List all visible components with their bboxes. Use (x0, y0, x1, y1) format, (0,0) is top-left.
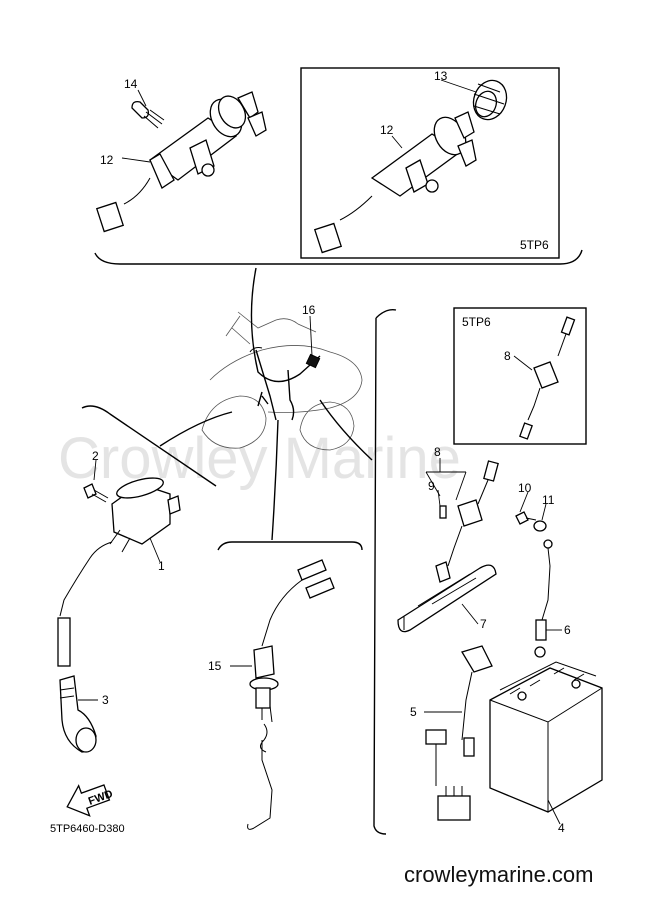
leader-to-lead-group (271, 419, 279, 541)
watermark-text: Crowley Marine (58, 426, 461, 491)
diagram-code: 5TP6460-D380 (50, 823, 125, 835)
callout-12-right: 12 (380, 123, 394, 137)
fuse-holder-8 (435, 460, 499, 583)
washer-11 (533, 520, 547, 532)
lead-wire-group (217, 541, 363, 830)
callout-13: 13 (434, 69, 448, 83)
main-switch-inset-box (300, 67, 560, 259)
callout-14: 14 (124, 77, 138, 91)
callout-leaders (78, 79, 562, 825)
screw-14 (131, 100, 165, 129)
callout-8-inset: 8 (504, 349, 511, 363)
callout-numbers: 14 12 13 12 16 2 1 3 15 8 8 9 10 11 7 6 … (92, 69, 571, 835)
callout-7: 7 (480, 617, 487, 631)
fuse-inset-box (453, 307, 587, 445)
battery-band-7 (397, 564, 497, 633)
negative-lead-6 (534, 539, 553, 658)
callout-3: 3 (102, 693, 109, 707)
fuse-inset-label: 5TP6 (462, 315, 491, 329)
battery-4 (489, 661, 603, 813)
callout-2: 2 (92, 449, 99, 463)
coil-group-bracket (81, 405, 217, 487)
positive-lead-5 (425, 645, 493, 821)
fwd-arrow: FWD (66, 784, 115, 817)
fuse-holder-inset (519, 316, 576, 440)
main-switch-left (95, 91, 267, 233)
callout-16: 16 (302, 303, 316, 317)
callout-8: 8 (434, 445, 441, 459)
top-group-bracket (94, 249, 583, 265)
callout-12-left: 12 (100, 153, 114, 167)
footer-url: crowleymarine.com (404, 862, 594, 887)
lead-group-bracket (217, 541, 363, 551)
callout-5: 5 (410, 705, 417, 719)
callout-15: 15 (208, 659, 222, 673)
callout-10: 10 (518, 481, 532, 495)
battery-fuse-group: 5TP6 (373, 307, 603, 835)
leader-to-battery-group (319, 399, 373, 461)
callout-1: 1 (158, 559, 165, 573)
callout-4: 4 (558, 821, 565, 835)
cap-13 (472, 79, 508, 121)
vehicle-outline (201, 267, 363, 451)
main-switch-right (313, 111, 477, 254)
battery-group-bracket (373, 308, 397, 835)
callout-11: 11 (542, 493, 555, 507)
callout-6: 6 (564, 623, 571, 637)
ignition-coil-group (57, 405, 217, 753)
bolt-10 (515, 511, 529, 525)
main-switch-region: 5TP6 (94, 67, 583, 265)
leader-to-coil-group (159, 411, 233, 447)
main-switch-inset-label: 5TP6 (520, 238, 549, 252)
callout-9: 9 (428, 479, 435, 493)
